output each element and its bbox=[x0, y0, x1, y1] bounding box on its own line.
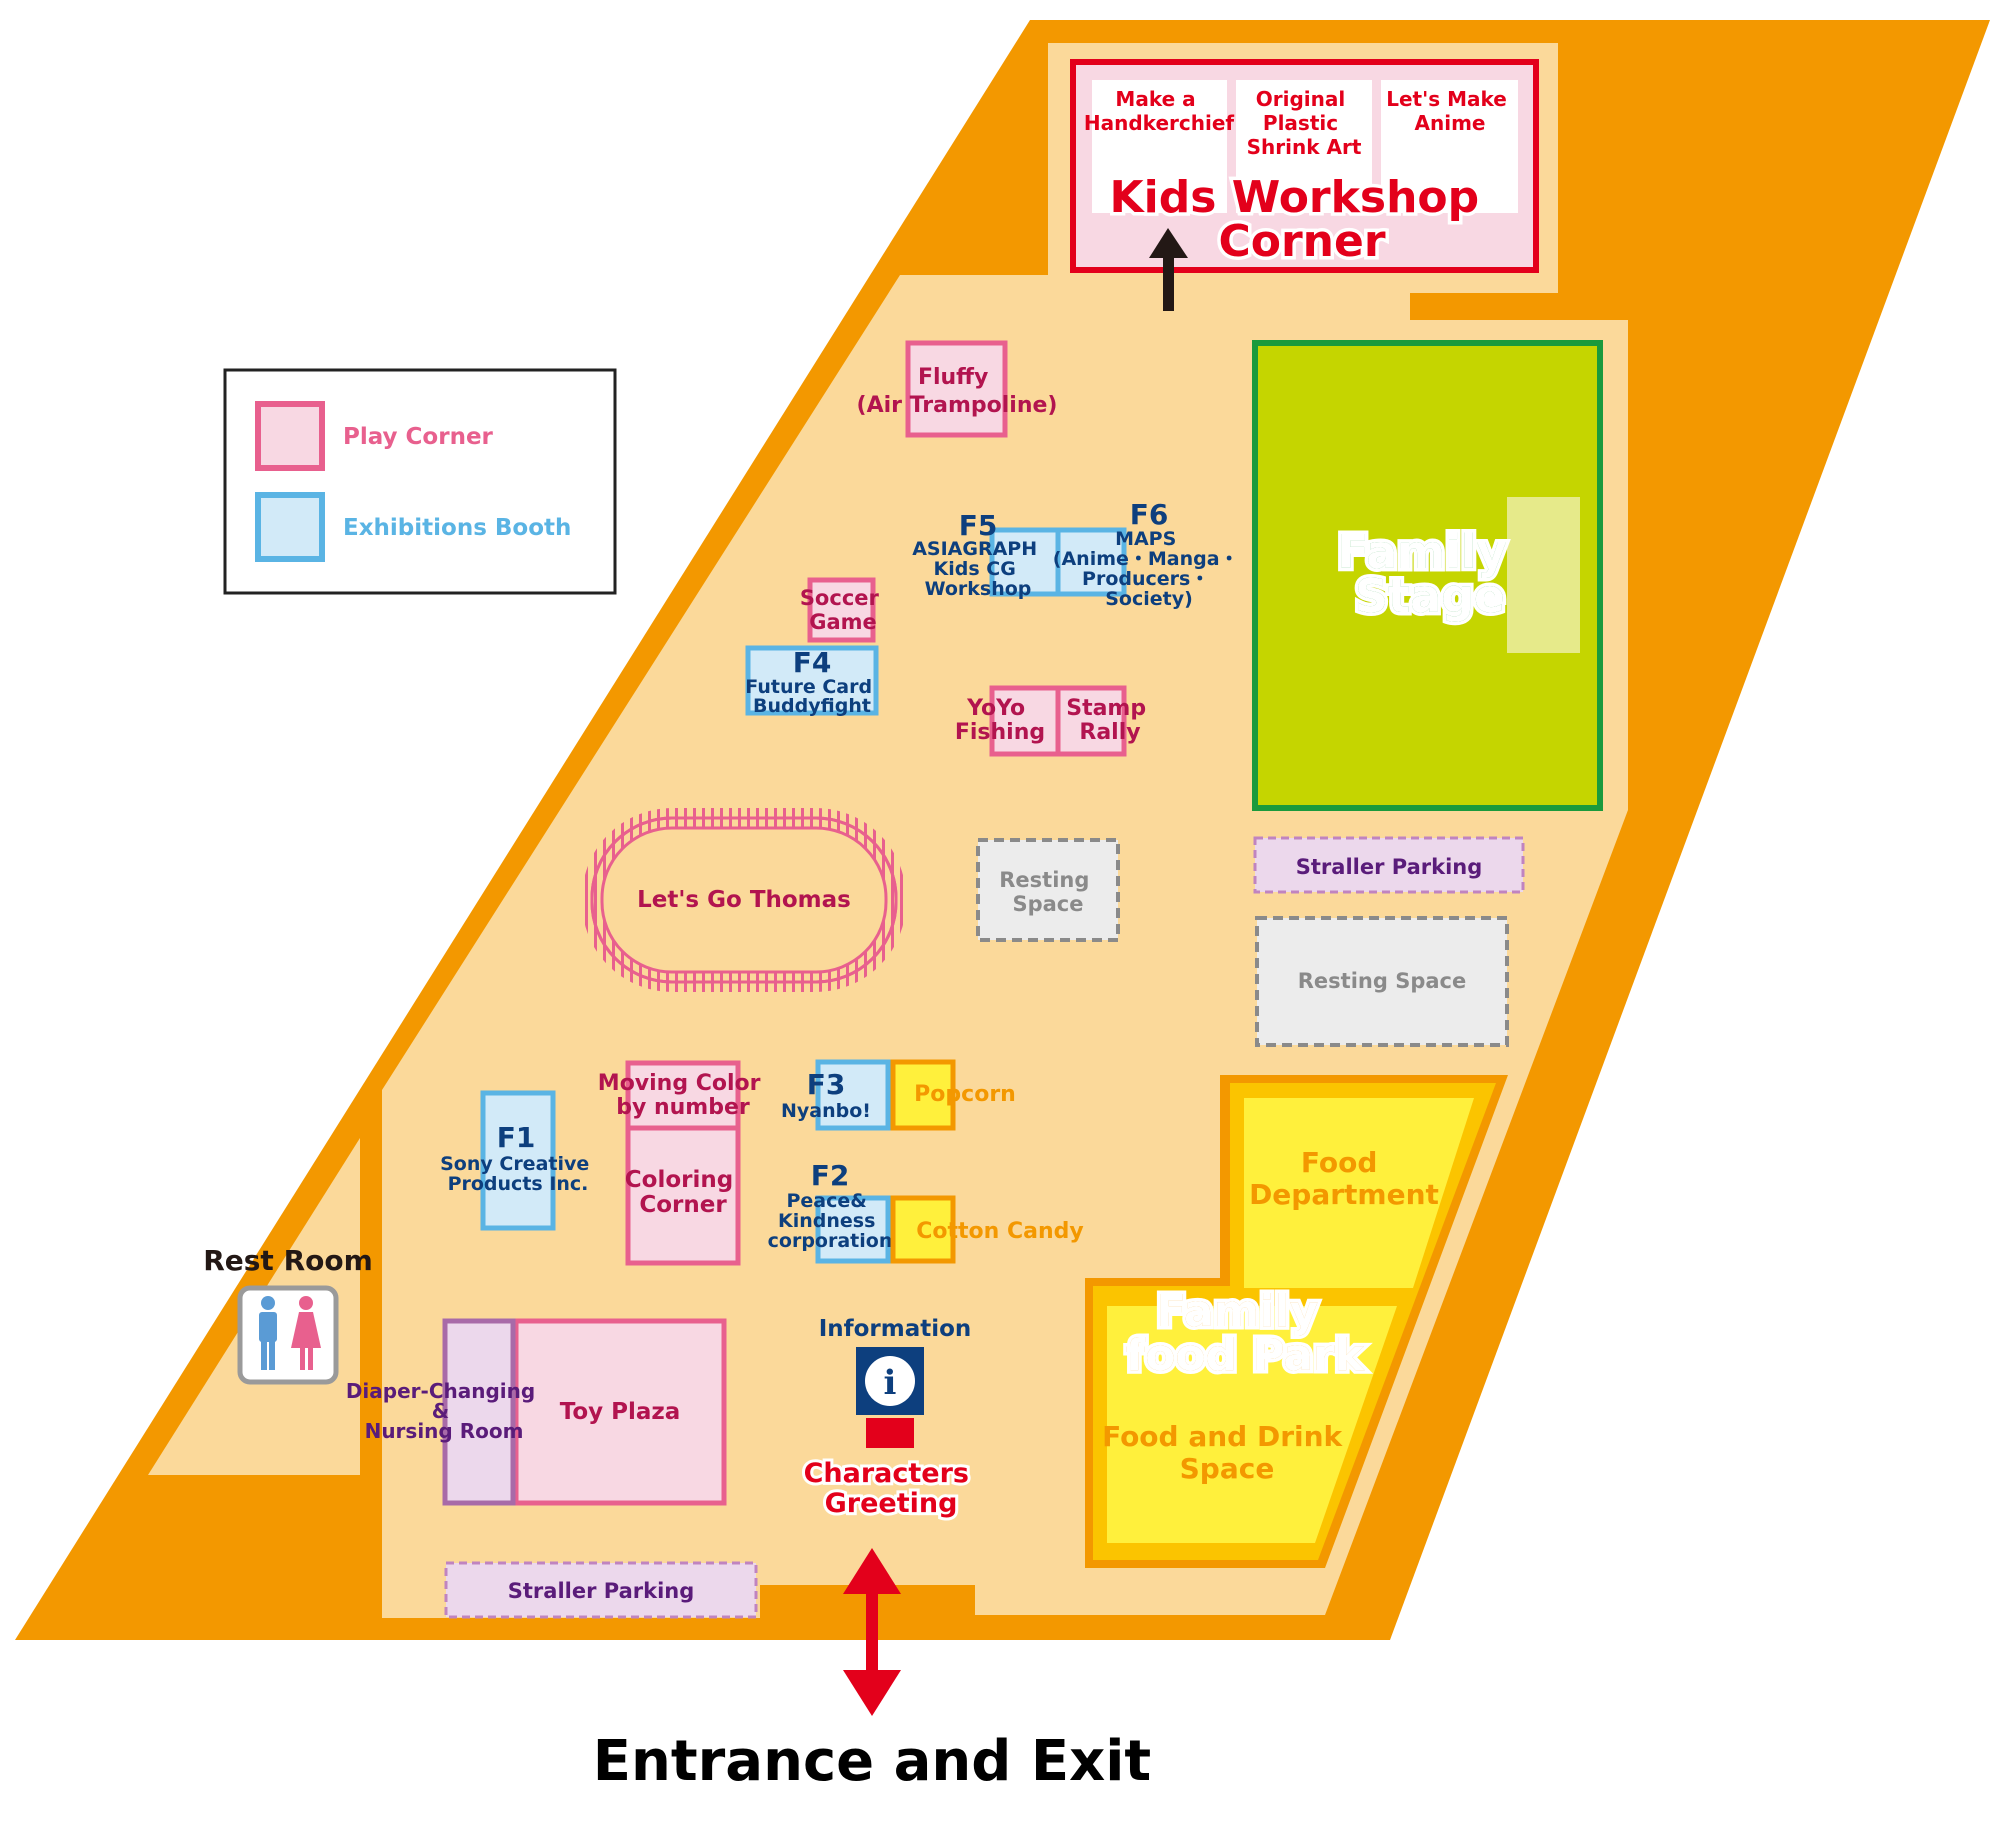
stroller-parking-bottom: Straller Parking bbox=[444, 1561, 758, 1619]
booth-f5: F5 ASIAGRAPH Kids CG Workshop bbox=[912, 509, 1061, 600]
booth-f4-name: Future Card Buddyfight bbox=[745, 676, 878, 717]
legend: Play Corner Exhibitions Booth bbox=[223, 368, 617, 595]
play-soccer-game: Soccer Game bbox=[800, 577, 886, 643]
play-stamp-rally: Stamp Rally bbox=[1055, 685, 1154, 757]
booth-f1-name: Sony Creative Products Inc. bbox=[440, 1153, 596, 1195]
play-soccer-label: Soccer Game bbox=[800, 586, 886, 634]
booth-f3-name: Nyanbo! bbox=[781, 1100, 871, 1122]
booth-f3: F3 Nyanbo! bbox=[781, 1059, 891, 1131]
food-area: Food Department Family food Park Family … bbox=[1085, 1075, 1508, 1568]
legend-booth-label: Exhibitions Booth bbox=[343, 515, 571, 541]
play-toy-plaza-label: Toy Plaza bbox=[560, 1399, 681, 1425]
information-icon: i bbox=[856, 1347, 924, 1415]
legend-play-swatch bbox=[255, 401, 325, 471]
diaper-nursing-label: Diaper-Changing & Nursing Room bbox=[346, 1379, 542, 1443]
stroller-parking-bottom-label: Straller Parking bbox=[508, 1579, 695, 1603]
information-label: Information bbox=[819, 1316, 972, 1342]
play-lets-go-thomas: Let's Go Thomas bbox=[582, 808, 906, 992]
booth-f5-id: F5 bbox=[959, 509, 998, 542]
booth-f6: F6 MAPS (Anime・Manga・ Producers・ Society… bbox=[1053, 498, 1245, 610]
play-fluffy: Fluffy (Air Trampoline) bbox=[857, 340, 1058, 438]
booth-f2-id: F2 bbox=[811, 1159, 850, 1192]
booth-f6-id: F6 bbox=[1130, 498, 1169, 531]
rest-room-label: Rest Room bbox=[203, 1244, 373, 1277]
booth-f3-id: F3 bbox=[807, 1068, 846, 1101]
food-department-label: Food Department bbox=[1249, 1146, 1439, 1211]
play-thomas-label: Let's Go Thomas bbox=[637, 887, 851, 913]
food-drink-space bbox=[1107, 1306, 1397, 1543]
resting-space-small-label: Resting Space bbox=[999, 868, 1096, 916]
workshop-arrow bbox=[1149, 228, 1188, 311]
family-stage-label: Family Stage bbox=[1337, 525, 1522, 623]
family-stage: Family Stage Family Stage bbox=[1252, 340, 1603, 811]
family-food-park-label: Family food Park bbox=[1126, 1286, 1366, 1381]
play-fluffy-label: Fluffy (Air Trampoline) bbox=[857, 365, 1058, 418]
food-department bbox=[1244, 1098, 1474, 1288]
booth-f4: F4 Future Card Buddyfight bbox=[745, 645, 879, 717]
cotton-candy-stand: Cotton Candy bbox=[890, 1195, 1084, 1264]
booth-f1: F1 Sony Creative Products Inc. bbox=[440, 1090, 596, 1231]
workshop-item-shrink-art: Original Plastic Shrink Art bbox=[1247, 87, 1362, 159]
play-coloring-label: Coloring Corner bbox=[625, 1167, 741, 1218]
resting-space-large-label: Resting Space bbox=[1298, 969, 1466, 993]
play-coloring-corner: Coloring Corner bbox=[625, 1125, 741, 1266]
booth-f4-id: F4 bbox=[793, 646, 832, 679]
popcorn-stand: Popcorn bbox=[890, 1059, 1016, 1131]
food-drink-space-label: Food and Drink Space bbox=[1102, 1420, 1352, 1485]
characters-greeting-label: Characters Greeting bbox=[804, 1458, 979, 1519]
legend-booth-swatch bbox=[255, 492, 325, 562]
play-moving-color: Moving Color by number bbox=[598, 1060, 768, 1131]
booth-f2: F2 Peace& Kindness corporation bbox=[768, 1159, 893, 1264]
workshop-item-handkerchief: Make a Handkerchief bbox=[1084, 87, 1234, 135]
information-point: Information i Characters Greeting bbox=[801, 1316, 979, 1522]
play-yoyo-label: YoYo Fishing bbox=[955, 696, 1045, 745]
stroller-parking-top: Straller Parking bbox=[1253, 836, 1525, 894]
family-stage-label-fill: Family Stage bbox=[1337, 525, 1522, 623]
resting-space-small: Resting Space bbox=[976, 838, 1120, 942]
workshop-title: Kids Workshop Corner bbox=[1110, 172, 1495, 267]
booth-f6-name: MAPS (Anime・Manga・ Producers・ Society) bbox=[1053, 528, 1245, 610]
characters-greeting-spot bbox=[866, 1418, 914, 1448]
legend-play-label: Play Corner bbox=[343, 424, 494, 450]
stroller-parking-top-label: Straller Parking bbox=[1296, 855, 1483, 879]
workshop-item-anime: Let's Make Anime bbox=[1386, 87, 1514, 135]
svg-text:i: i bbox=[884, 1363, 897, 1403]
entrance-exit-label: Entrance and Exit bbox=[593, 1729, 1151, 1794]
rest-room: Rest Room bbox=[203, 1244, 373, 1385]
kids-workshop-corner: Make a Handkerchief Original Plastic Shr… bbox=[1070, 59, 1539, 273]
booth-f5-name: ASIAGRAPH Kids CG Workshop bbox=[912, 538, 1044, 600]
family-food-park-label-fill: Family food Park bbox=[1126, 1286, 1366, 1381]
restroom-icon bbox=[237, 1285, 339, 1385]
booth-f1-id: F1 bbox=[497, 1121, 536, 1154]
play-yoyo-fishing: YoYo Fishing bbox=[955, 685, 1061, 757]
play-stamp-label: Stamp Rally bbox=[1066, 696, 1154, 745]
booth-f2-name: Peace& Kindness corporation bbox=[768, 1190, 893, 1252]
resting-space-large: Resting Space bbox=[1255, 916, 1509, 1047]
play-moving-color-label: Moving Color by number bbox=[598, 1071, 768, 1120]
entrance-arrow bbox=[843, 1548, 901, 1716]
popcorn-label: Popcorn bbox=[914, 1082, 1016, 1107]
play-toy-plaza: Toy Plaza bbox=[513, 1318, 727, 1506]
cotton-candy-label: Cotton Candy bbox=[916, 1219, 1083, 1244]
diaper-nursing-room: Diaper-Changing & Nursing Room bbox=[346, 1318, 542, 1506]
